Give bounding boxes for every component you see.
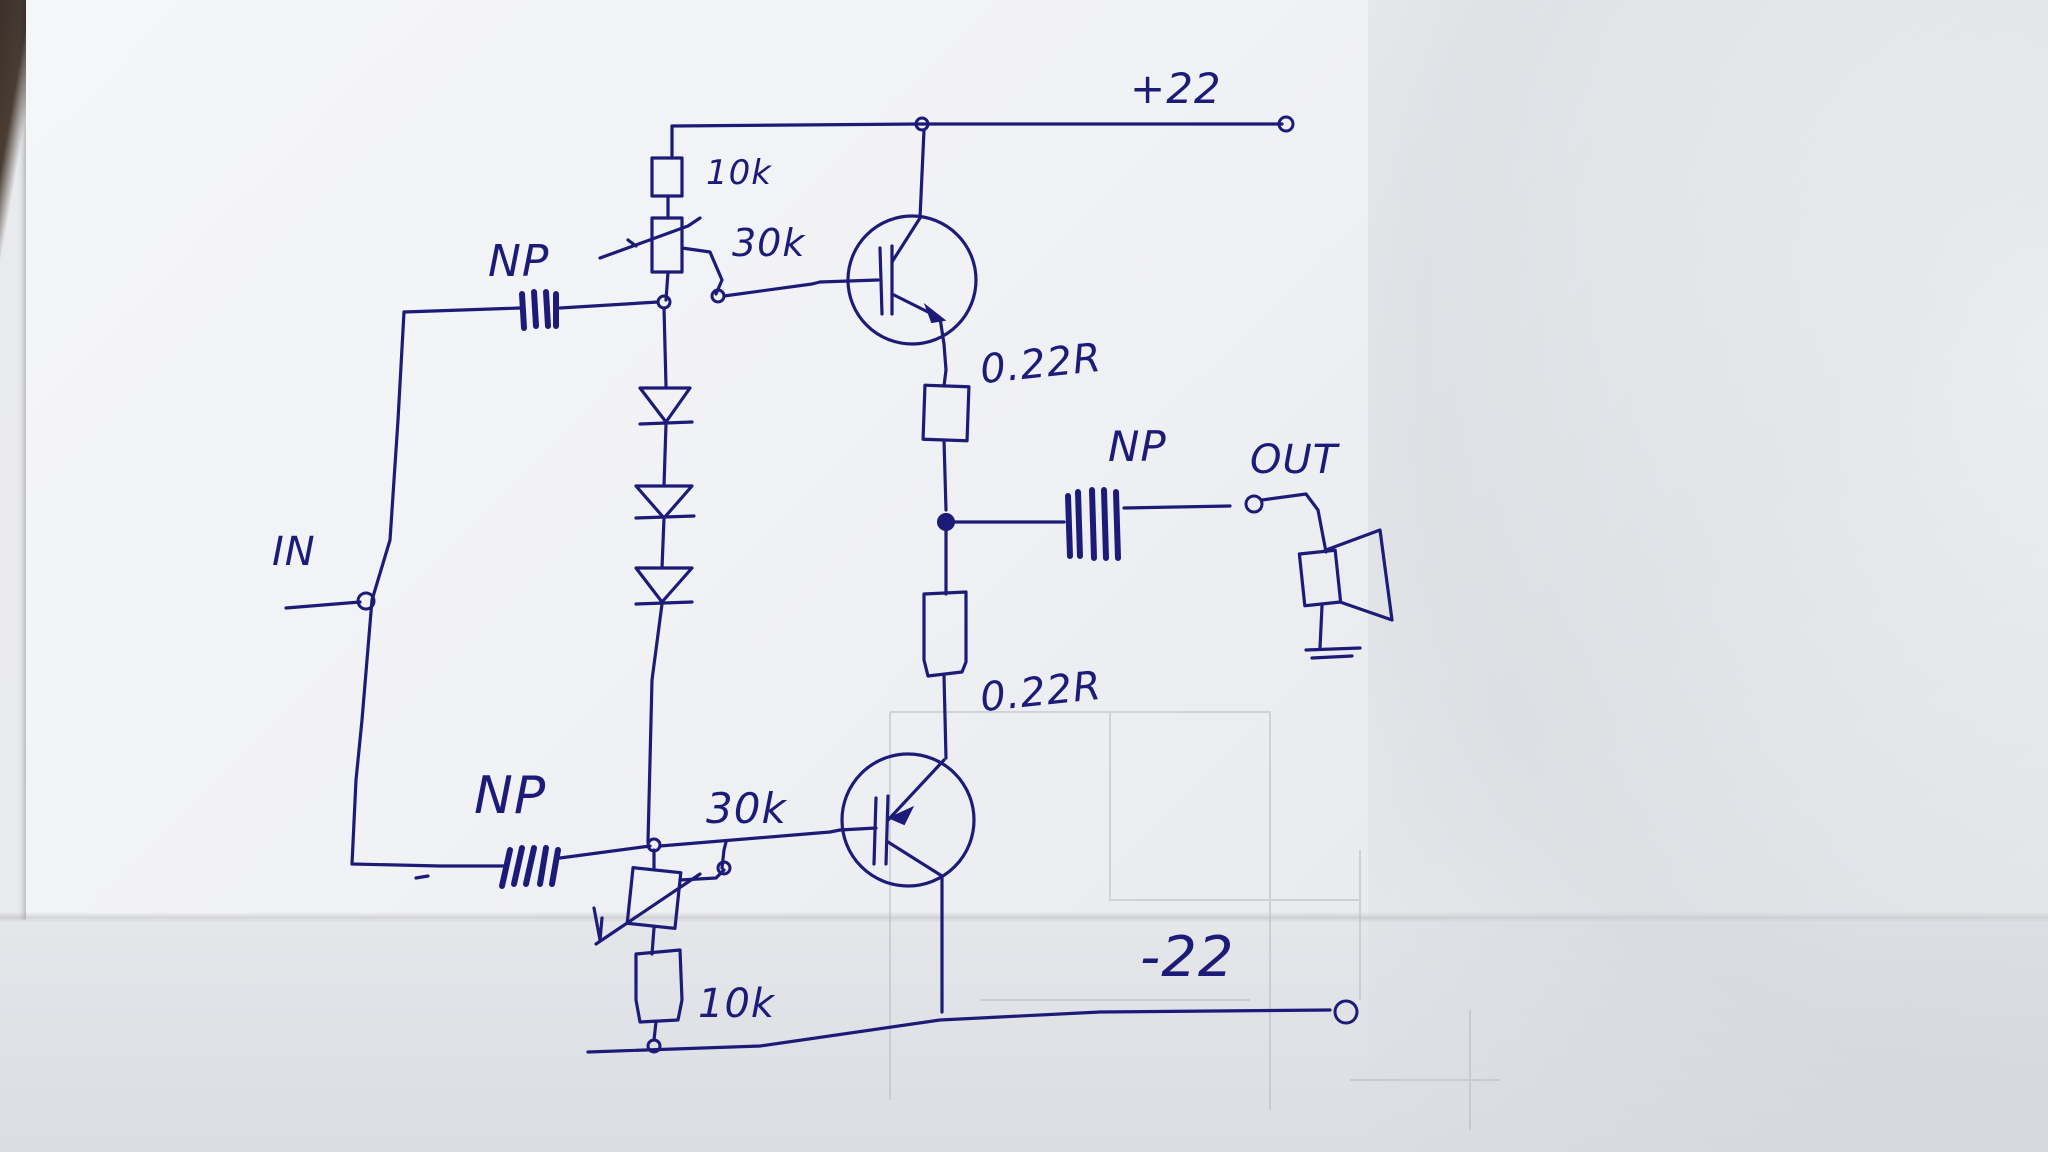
negative-rail — [586, 999, 1359, 1054]
rail-junction — [914, 116, 930, 132]
output-terminal — [1244, 492, 1328, 554]
background-sheet — [0, 920, 2048, 1152]
paper-sheet — [26, 0, 2048, 920]
diode-1 — [638, 386, 694, 426]
label-emitter-resistor-bottom: 0.22R — [977, 662, 1104, 722]
label-emitter-resistor-top: 0.22R — [977, 334, 1104, 394]
label-trimmer-top: 30k — [732, 221, 806, 265]
paper-edge — [0, 912, 2048, 922]
diode-2 — [634, 484, 696, 520]
label-resistor-top-fixed: 10k — [706, 153, 772, 193]
emitter-resistor-bottom — [922, 528, 968, 760]
cap-output — [1065, 487, 1232, 561]
cap-input-bottom — [438, 844, 652, 889]
diode-3 — [634, 566, 694, 606]
trimmer-top — [598, 216, 724, 302]
label-cap-output: NP — [1108, 422, 1167, 471]
output-node — [937, 513, 1066, 531]
diode-chain — [634, 306, 696, 844]
bottom-bias-node — [646, 828, 842, 876]
emitter-resistor-top — [921, 368, 971, 512]
label-input: IN — [272, 529, 316, 575]
label-resistor-bottom-fixed: 10k — [698, 981, 776, 1027]
resistor-top-fixed — [650, 156, 684, 220]
trimmer-bottom — [592, 848, 726, 956]
label-supply-positive: +22 — [1130, 64, 1222, 113]
label-output: OUT — [1250, 437, 1339, 483]
label-cap-input-top: NP — [488, 236, 550, 287]
resistor-bottom-fixed — [634, 948, 684, 1054]
positive-rail — [670, 115, 1295, 160]
top-bias-node — [656, 280, 822, 310]
positive-terminal — [1277, 115, 1295, 133]
transistor-npn — [818, 128, 978, 372]
cap-input-top — [402, 289, 660, 331]
label-cap-input-bottom: NP — [474, 766, 547, 826]
label-trimmer-bottom: 30k — [706, 784, 787, 833]
transistor-pnp — [838, 752, 976, 1014]
label-supply-negative: -22 — [1140, 925, 1235, 990]
speaker-icon — [1297, 528, 1394, 660]
input-wiring — [284, 310, 442, 880]
